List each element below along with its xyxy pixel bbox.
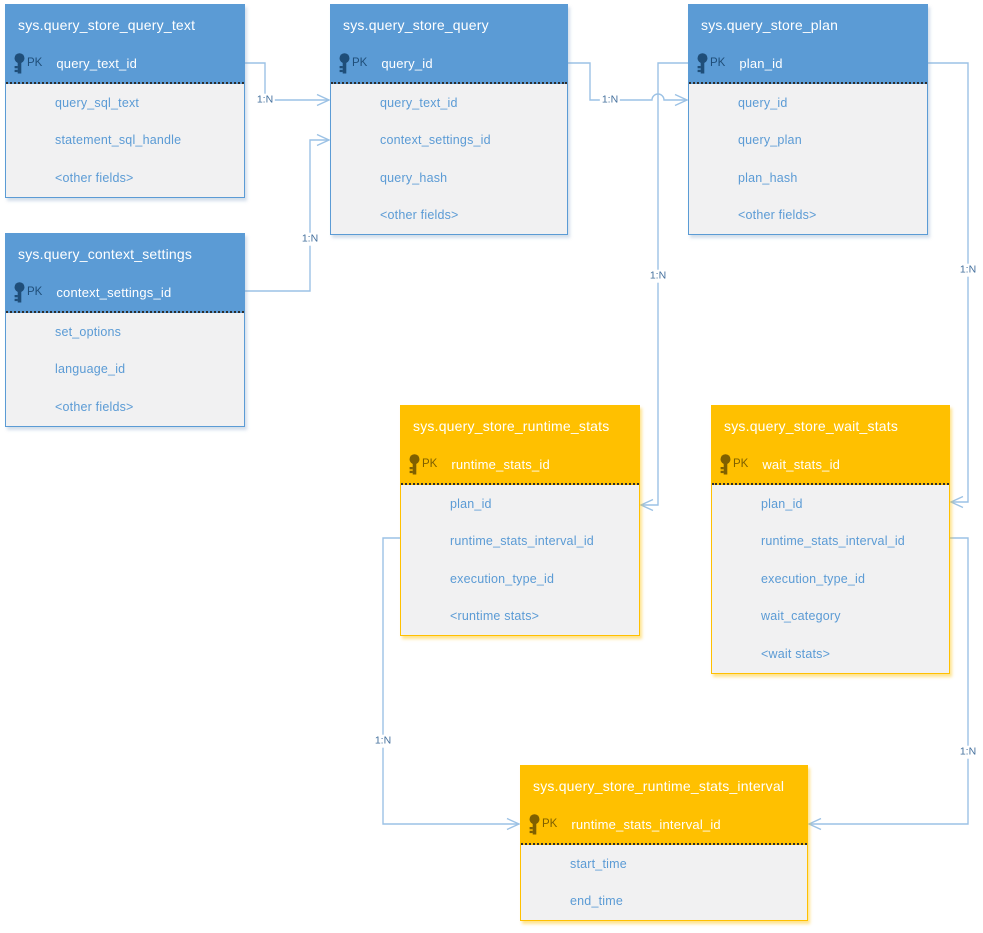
pk-column-name: runtime_stats_id (451, 456, 550, 472)
field-row: plan_id (450, 496, 492, 511)
connector-query-text-to-query (245, 62, 329, 101)
entity-body: query_id query_plan plan_hash <other fields… (689, 84, 927, 234)
primary-key-row: PK query_text_id (6, 44, 244, 84)
cardinality-label-context-settings-to-query: 1:N (299, 232, 321, 246)
field-row: context_settings_id (380, 133, 491, 148)
entity-title: sys.query_store_wait_stats (712, 406, 949, 445)
entity-title: sys.query_store_query (331, 5, 567, 44)
field-row: query_hash (380, 170, 448, 185)
entity-body: set_options language_id <other fields> (6, 313, 244, 426)
key-icon (528, 813, 541, 835)
field-row: query_text_id (380, 95, 458, 110)
field-row: runtime_stats_interval_id (761, 534, 905, 549)
connector-query-to-plan (568, 62, 687, 101)
connector-plan-to-wait-stats (928, 62, 969, 503)
primary-key-row: PK runtime_stats_id (401, 445, 639, 485)
field-row: <wait stats> (761, 646, 831, 661)
primary-key-row: PK runtime_stats_interval_id (521, 805, 807, 845)
field-row: plan_id (761, 496, 803, 511)
pk-column-name: wait_stats_id (762, 456, 841, 472)
key-icon (13, 52, 26, 74)
arrowhead-icon (639, 498, 654, 512)
entity-body: plan_id runtime_stats_interval_id executio… (401, 485, 639, 635)
connector-plan-to-runtime-stats (641, 62, 688, 506)
pk-badge: PK (422, 458, 438, 470)
field-row: query_sql_text (55, 95, 140, 110)
entity-body: plan_id runtime_stats_interval_id executio… (712, 485, 949, 673)
entity-body: query_text_id context_settings_id query_ha… (331, 84, 567, 234)
field-row: <runtime stats> (450, 609, 540, 624)
pk-column-name: query_text_id (56, 55, 137, 71)
primary-key-row: PK wait_stats_id (712, 445, 949, 485)
connector-context-settings-to-query (245, 139, 329, 292)
cardinality-label-query-text-to-query: 1:N (254, 93, 276, 107)
pk-badge: PK (733, 458, 749, 470)
key-icon (338, 52, 351, 74)
key-icon (696, 52, 709, 74)
field-row: execution_type_id (450, 571, 555, 586)
field-row: query_plan (738, 133, 802, 148)
primary-key-row: PK query_id (331, 44, 567, 84)
primary-key-row: PK plan_id (689, 44, 927, 84)
arrowhead-icon (506, 817, 521, 831)
cardinality-label-wait-stats-to-interval: 1:N (957, 745, 979, 759)
field-row: runtime_stats_interval_id (450, 534, 594, 549)
field-row: query_id (738, 95, 788, 110)
field-row: <other fields> (55, 170, 134, 185)
pk-column-name: context_settings_id (56, 284, 172, 300)
pk-column-name: runtime_stats_interval_id (571, 816, 721, 832)
pk-badge: PK (27, 57, 43, 69)
pk-column-name: plan_id (739, 55, 783, 71)
field-row: <other fields> (55, 399, 134, 414)
entity-body: query_sql_text statement_sql_handle <other… (6, 84, 244, 197)
entity-title: sys.query_store_runtime_stats (401, 406, 639, 445)
field-row: execution_type_id (761, 571, 866, 586)
cardinality-label-query-to-plan: 1:N (599, 93, 621, 107)
field-row: <other fields> (738, 208, 817, 223)
field-row: start_time (570, 856, 627, 871)
field-row: statement_sql_handle (55, 133, 182, 148)
key-icon (408, 453, 421, 475)
pk-column-name: query_id (381, 55, 433, 71)
cardinality-label-runtime-stats-to-interval: 1:N (372, 734, 394, 748)
arrowhead-icon (316, 93, 331, 107)
connector-runtime-stats-to-interval (382, 537, 519, 825)
entity-title: sys.query_store_runtime_stats_interval (521, 766, 807, 805)
cardinality-label-plan-to-runtime-stats: 1:N (647, 269, 669, 283)
entity-title: sys.query_store_query_text (6, 5, 244, 44)
arrowhead-icon (949, 495, 964, 509)
connector-wait-stats-to-interval (809, 537, 969, 825)
field-row: wait_category (761, 609, 841, 624)
arrowhead-icon (807, 817, 822, 831)
pk-badge: PK (710, 57, 726, 69)
key-icon (13, 281, 26, 303)
field-row: set_options (55, 324, 122, 339)
entity-body: start_time end_time (521, 845, 807, 920)
key-icon (719, 453, 732, 475)
entity-title: sys.query_store_plan (689, 5, 927, 44)
field-row: <other fields> (380, 208, 459, 223)
primary-key-row: PK context_settings_id (6, 273, 244, 313)
field-row: end_time (570, 894, 624, 909)
arrowhead-icon (316, 133, 331, 147)
entity-title: sys.query_context_settings (6, 234, 244, 273)
pk-badge: PK (27, 286, 43, 298)
field-row: language_id (55, 362, 126, 377)
pk-badge: PK (352, 57, 368, 69)
arrowhead-icon (674, 93, 689, 107)
pk-badge: PK (542, 818, 558, 830)
field-row: plan_hash (738, 170, 798, 185)
cardinality-label-plan-to-wait-stats: 1:N (957, 263, 979, 277)
